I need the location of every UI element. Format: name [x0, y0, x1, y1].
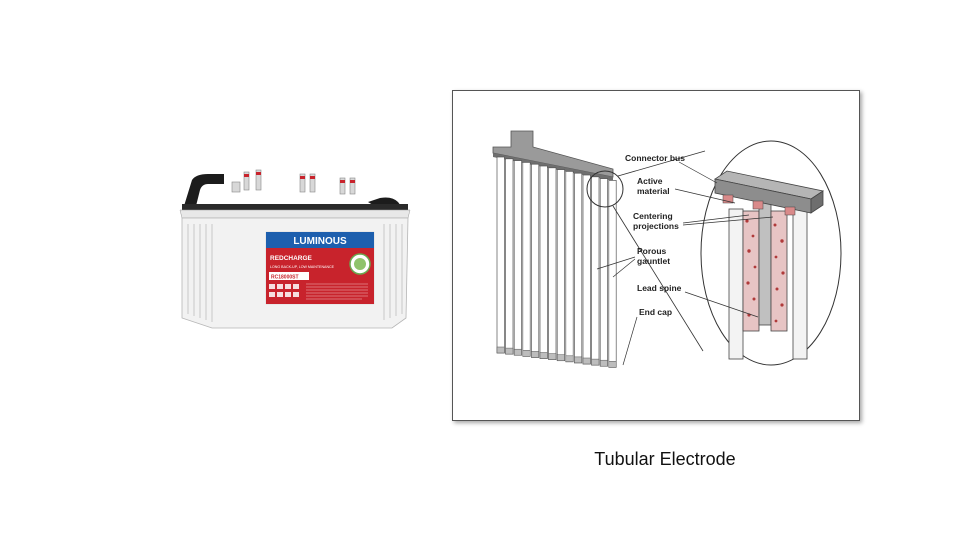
electrode-tube — [531, 163, 540, 358]
end-cap — [582, 357, 591, 365]
electrode-tube — [548, 167, 557, 360]
end-cap — [548, 353, 557, 360]
label-centering-line1: Centering — [633, 211, 673, 221]
electrode-tube — [496, 156, 505, 354]
label-active-material-line2: material — [637, 186, 670, 196]
tubular-electrode-diagram: Connector bus Active material Centering … — [452, 90, 860, 421]
end-cap — [565, 355, 574, 363]
label-connector-bus: Connector bus — [625, 153, 685, 163]
battery-tagline: LONG BACK-UP, LOW MAINTENANCE — [270, 265, 335, 269]
end-cap — [599, 359, 608, 367]
label-centering-line2: projections — [633, 221, 679, 231]
label-lead-spine: Lead spine — [637, 283, 682, 293]
label-end-cap: End cap — [639, 307, 672, 317]
battery-image: LUMINOUS REDCHARGE LONG BACK-UP, LOW MAI… — [172, 168, 418, 336]
end-cap — [574, 356, 583, 364]
label-active-material-line1: Active — [637, 176, 663, 186]
end-cap — [608, 361, 617, 368]
electrode-tube — [582, 174, 591, 365]
electrode-tube — [539, 165, 548, 359]
label-porous-line2: gauntlet — [637, 256, 670, 266]
end-cap — [505, 347, 514, 355]
battery-product: REDCHARGE — [270, 255, 313, 262]
electrode-tube — [505, 158, 514, 355]
end-cap — [496, 346, 505, 354]
battery-model: RC18000ST — [271, 275, 299, 281]
electrode-tube — [565, 171, 574, 363]
end-cap — [522, 350, 531, 357]
label-porous-line1: Porous — [637, 246, 667, 256]
electrode-tube — [574, 172, 583, 364]
diagram-caption: Tubular Electrode — [594, 449, 736, 469]
end-cap — [591, 358, 600, 366]
battery-brand: LUMINOUS — [293, 236, 347, 247]
end-cap — [539, 352, 548, 359]
end-cap — [531, 351, 540, 358]
electrode-tube — [556, 169, 565, 362]
electrode-tube — [513, 160, 522, 356]
end-cap — [513, 348, 522, 356]
end-cap — [556, 354, 565, 361]
electrode-tube — [522, 162, 531, 357]
electrode-tube — [608, 180, 617, 368]
